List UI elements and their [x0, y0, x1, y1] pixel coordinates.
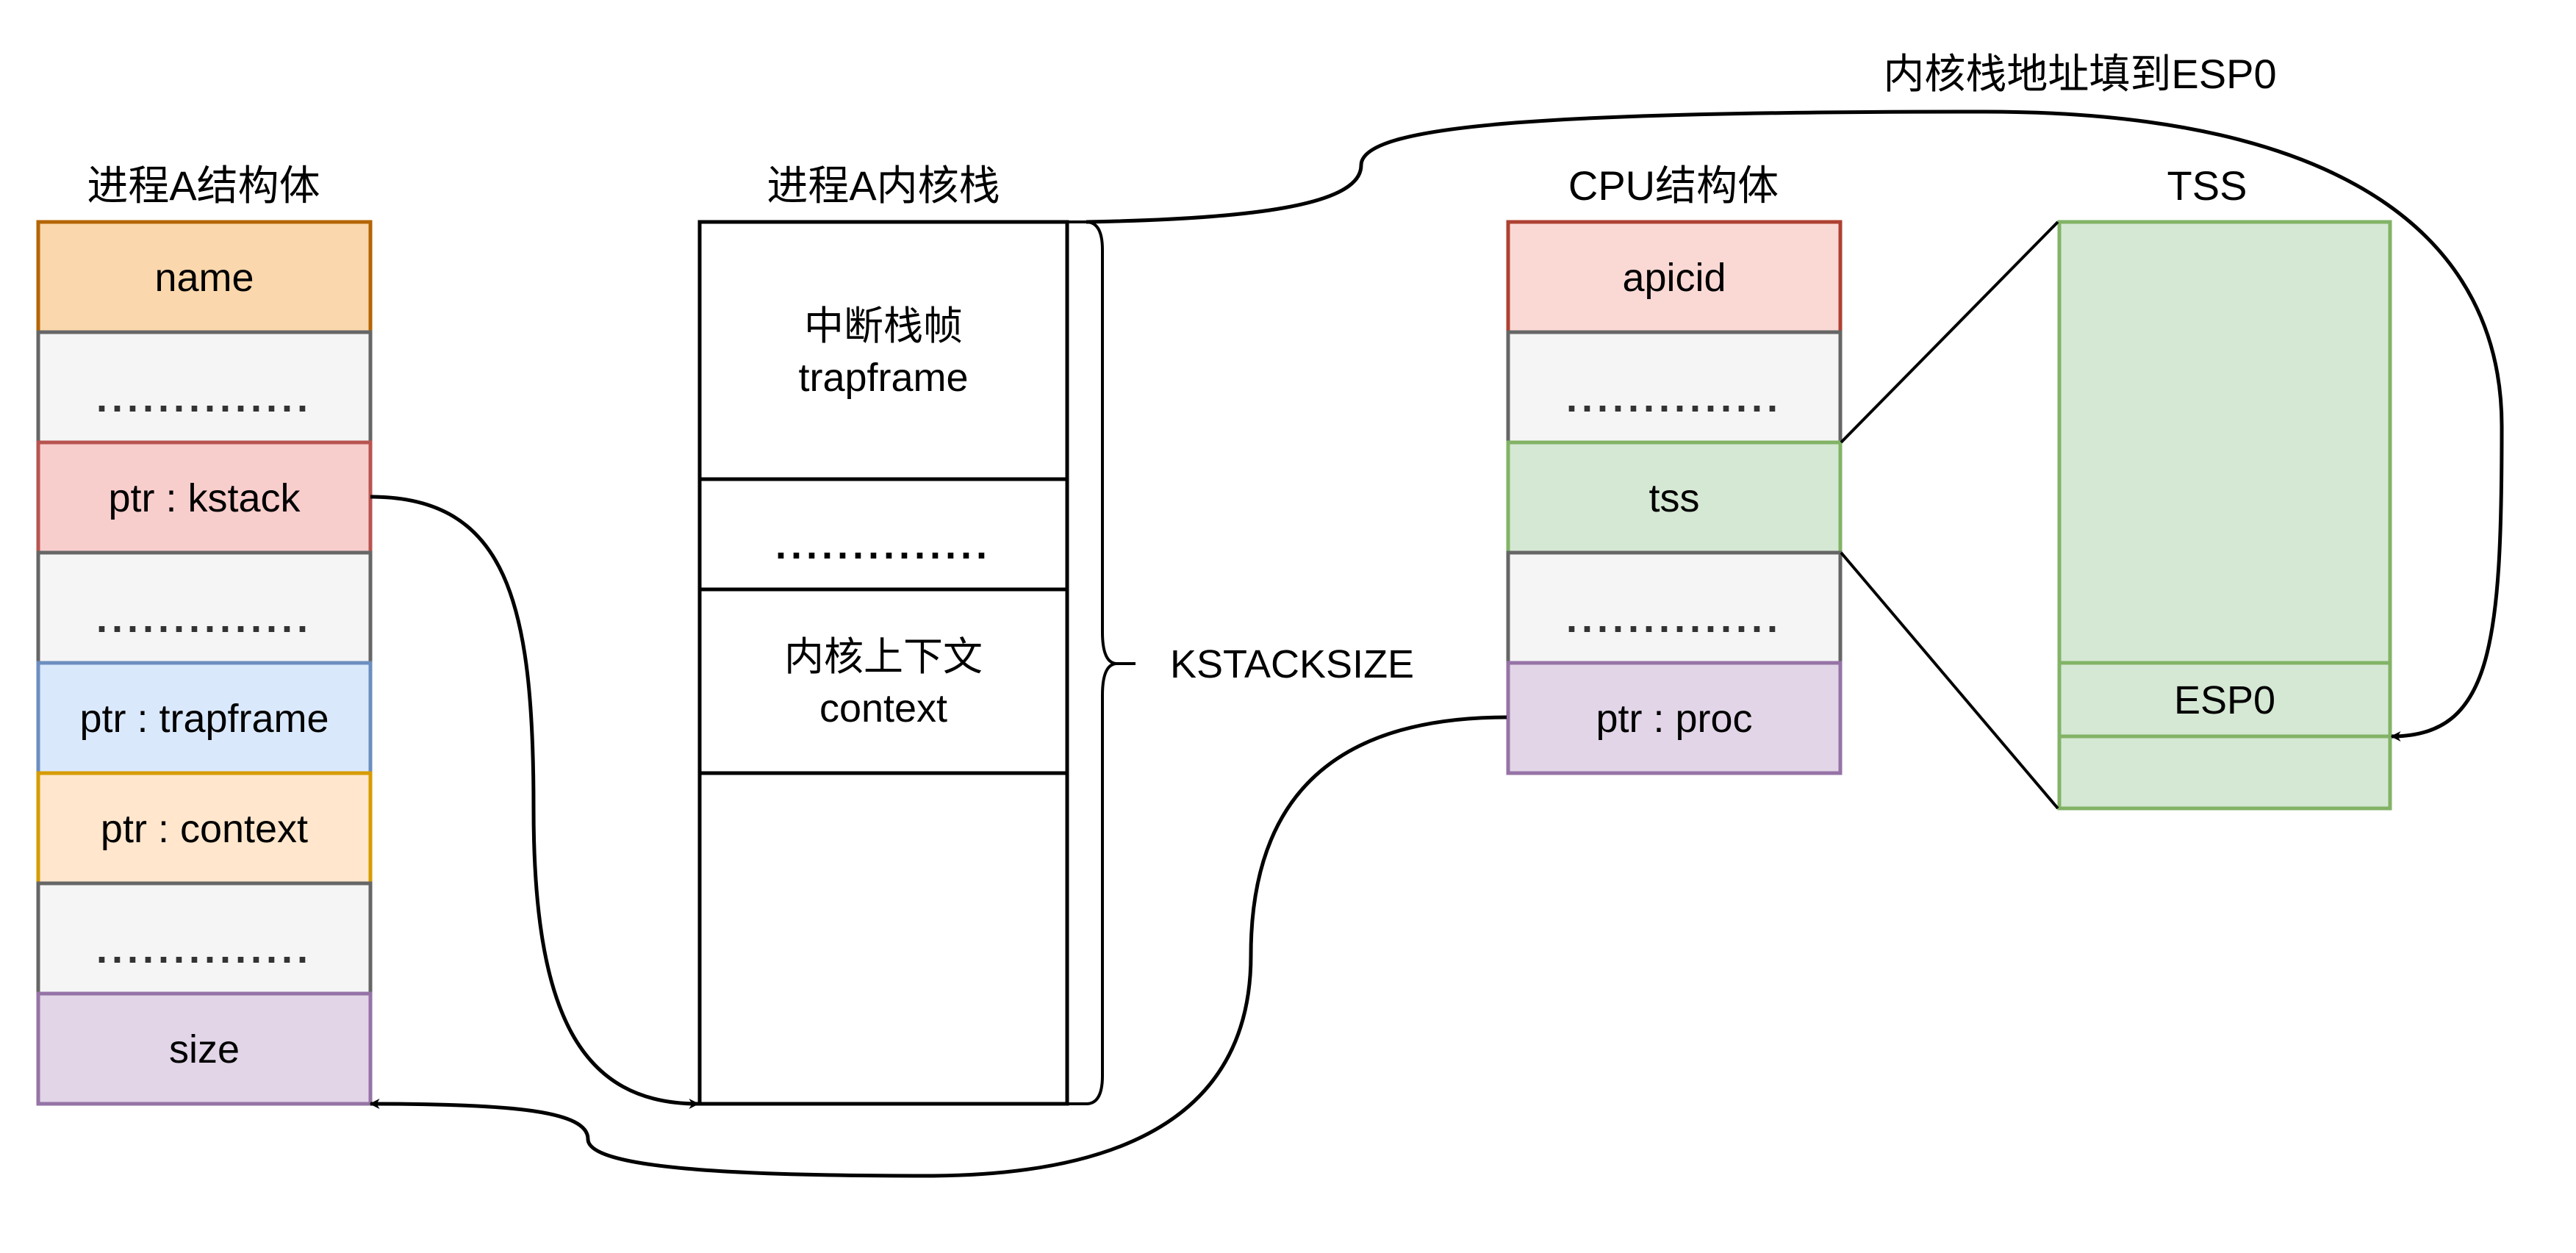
- process-field-ellipsis: ..............: [36, 881, 373, 996]
- kernel-stack-section-title: 中断栈帧: [804, 304, 963, 348]
- tss-field-reserved-0: [2057, 220, 2392, 665]
- process-field-ellipsis: ..............: [36, 330, 373, 445]
- process-field-box: [36, 220, 373, 334]
- kernel-stack-section-box: [697, 220, 1069, 481]
- process-field-label: ..............: [96, 597, 312, 641]
- process-field-ptr-kstack: ptr : kstack: [36, 440, 373, 555]
- proc-pointer-arrow: [369, 715, 1507, 1178]
- process-field-label: name: [154, 256, 254, 300]
- cpu-field-apicid: apicid: [1506, 220, 1843, 334]
- cpu-field-label: ptr : proc: [1596, 697, 1752, 741]
- process-field-box: [36, 330, 373, 445]
- kernel-stack-section-box: [697, 771, 1069, 1106]
- cpu-field-ellipsis: ..............: [1506, 330, 1843, 445]
- kstacksize-label: KSTACKSIZE: [1170, 642, 1414, 686]
- cpu-field-label: apicid: [1622, 256, 1726, 300]
- cpu-field-ptr-proc: ptr : proc: [1506, 661, 1843, 775]
- esp0-annotation: 内核栈地址填到ESP0: [1883, 51, 2276, 97]
- kernel-stack-section-ellipsis: ..............: [697, 477, 1069, 592]
- kernel-stack-section-trapframe: 中断栈帧 trapframe: [697, 220, 1069, 481]
- process-field-box: [36, 991, 373, 1106]
- process-field-ellipsis: ..............: [36, 550, 373, 665]
- process-field-name: name: [36, 220, 373, 334]
- tss-zoom-line-top: [1840, 220, 2059, 444]
- cpu-field-box: [1506, 661, 1843, 775]
- cpu-struct: apicid.............. tss.............. ptr…: [1506, 220, 1843, 775]
- process-field-label: ..............: [96, 927, 312, 972]
- cpu-field-label: ..............: [1566, 597, 1782, 641]
- process-field-size: size: [36, 991, 373, 1106]
- process-struct: name.............. ptr : kstack..........…: [36, 220, 373, 1106]
- kernel-stack-title: 进程A内核栈: [767, 162, 1000, 209]
- tss-field-esp0: ESP0: [2057, 661, 2392, 739]
- kernel-stack-section-box: [697, 587, 1069, 775]
- cpu-field-box: [1506, 330, 1843, 445]
- process-field-label: size: [169, 1027, 240, 1071]
- kernel-stack-ellipsis: ..............: [775, 523, 991, 567]
- kstacksize-brace: [1067, 220, 1135, 1105]
- tss-field-label: ESP0: [2174, 678, 2275, 722]
- cpu-field-ellipsis: ..............: [1506, 550, 1843, 665]
- kernel-stack-section-context: 内核上下文 context: [697, 587, 1069, 775]
- cpu-field-tss: tss: [1506, 440, 1843, 555]
- process-field-label: ptr : context: [101, 807, 308, 851]
- cpu-struct-title: CPU结构体: [1568, 162, 1779, 209]
- tss-title: TSS: [2167, 162, 2247, 209]
- cpu-field-box: [1506, 440, 1843, 555]
- process-struct-title: 进程A结构体: [87, 162, 320, 209]
- process-field-box: [36, 550, 373, 665]
- kernel-stack-section-subtitle: trapframe: [798, 356, 968, 400]
- process-field-ptr-trapframe: ptr : trapframe: [36, 661, 373, 775]
- kernel-stack: 中断栈帧 trapframe.............. 内核上下文 context: [697, 220, 1069, 1106]
- kstack-pointer-arrow: [370, 495, 700, 1109]
- tss-field-reserved-2: [2057, 734, 2392, 811]
- cpu-field-box: [1506, 220, 1843, 334]
- process-field-label: ptr : kstack: [108, 476, 301, 520]
- cpu-field-label: ..............: [1566, 376, 1782, 420]
- kernel-stack-section-title: 内核上下文: [784, 635, 983, 679]
- esp0-fill-arrow: [1086, 109, 2504, 742]
- process-field-label: ..............: [96, 376, 312, 420]
- tss-field-box: [2057, 220, 2392, 665]
- process-field-label: ptr : trapframe: [79, 697, 329, 741]
- process-field-ptr-context: ptr : context: [36, 771, 373, 886]
- tss-field-box: [2057, 734, 2392, 811]
- kernel-stack-section-free: [697, 771, 1069, 1106]
- kernel-stack-section-subtitle: context: [819, 686, 947, 730]
- tss-box: ESP0: [2057, 220, 2392, 811]
- tss-zoom-line-bottom: [1840, 551, 2059, 810]
- cpu-field-label: tss: [1648, 476, 1699, 520]
- process-field-box: [36, 771, 373, 886]
